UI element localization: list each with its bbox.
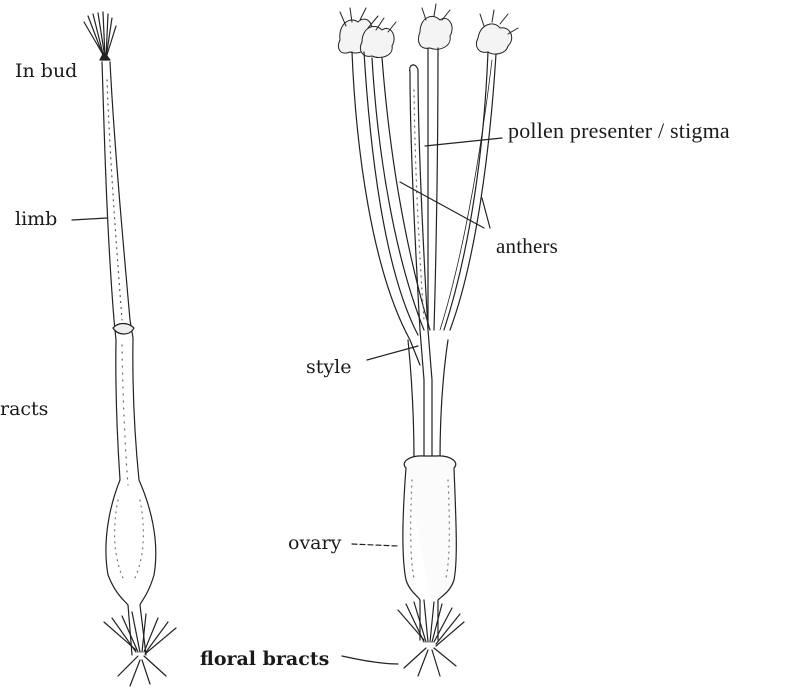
floral-bracts-leader bbox=[342, 656, 398, 664]
label-limb: limb bbox=[15, 210, 57, 229]
bud-limb-outline bbox=[102, 62, 156, 655]
pollen-presenter-leader bbox=[425, 138, 502, 146]
label-floral-bracts: floral bracts bbox=[200, 650, 329, 669]
bud-floral-bracts bbox=[104, 612, 176, 686]
ovary-leader bbox=[352, 544, 398, 546]
bud-flower bbox=[72, 12, 176, 686]
label-bracts-cut: racts bbox=[0, 400, 48, 419]
open-floral-bracts bbox=[398, 600, 464, 676]
bud-tip bbox=[84, 12, 116, 60]
label-in-bud: In bud bbox=[15, 62, 77, 81]
limb-leader bbox=[72, 218, 107, 220]
label-style: style bbox=[306, 358, 351, 377]
ovary-shape bbox=[403, 456, 456, 640]
style-leader bbox=[367, 346, 418, 360]
label-anthers: anthers bbox=[496, 236, 558, 257]
open-flower bbox=[338, 4, 518, 676]
label-pollen-presenter: pollen presenter / stigma bbox=[508, 120, 730, 142]
label-ovary: ovary bbox=[288, 534, 341, 553]
